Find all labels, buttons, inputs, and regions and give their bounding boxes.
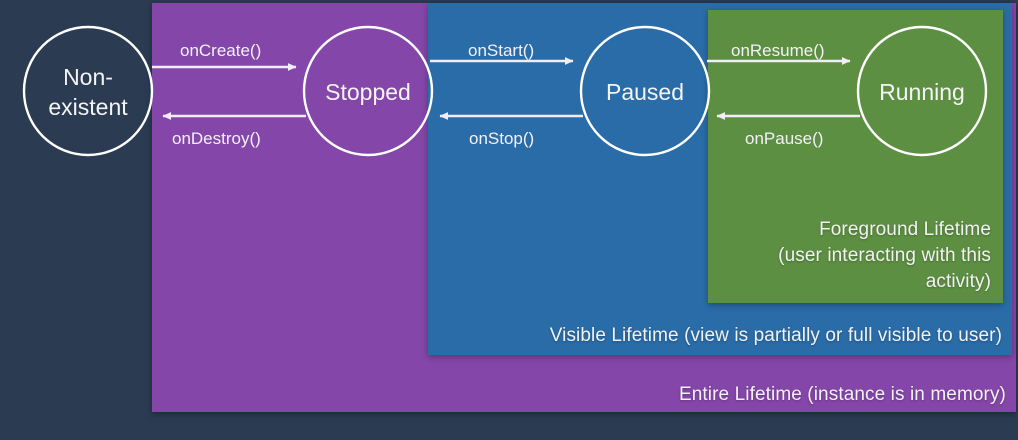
entire-lifetime-label: Entire Lifetime (instance is in memory): [678, 384, 1006, 405]
state-node-non-existent: Non- existent: [22, 25, 154, 157]
state-label-non-existent-line1: Non-: [63, 64, 113, 90]
foreground-lifetime-label: Foreground Lifetime (user interacting wi…: [778, 219, 991, 292]
state-label-non-existent-line2: existent: [48, 94, 128, 120]
foreground-lifetime-band: Foreground Lifetime (user interacting wi…: [708, 10, 1003, 303]
visible-lifetime-label: Visible Lifetime (view is partially or f…: [549, 325, 1002, 346]
